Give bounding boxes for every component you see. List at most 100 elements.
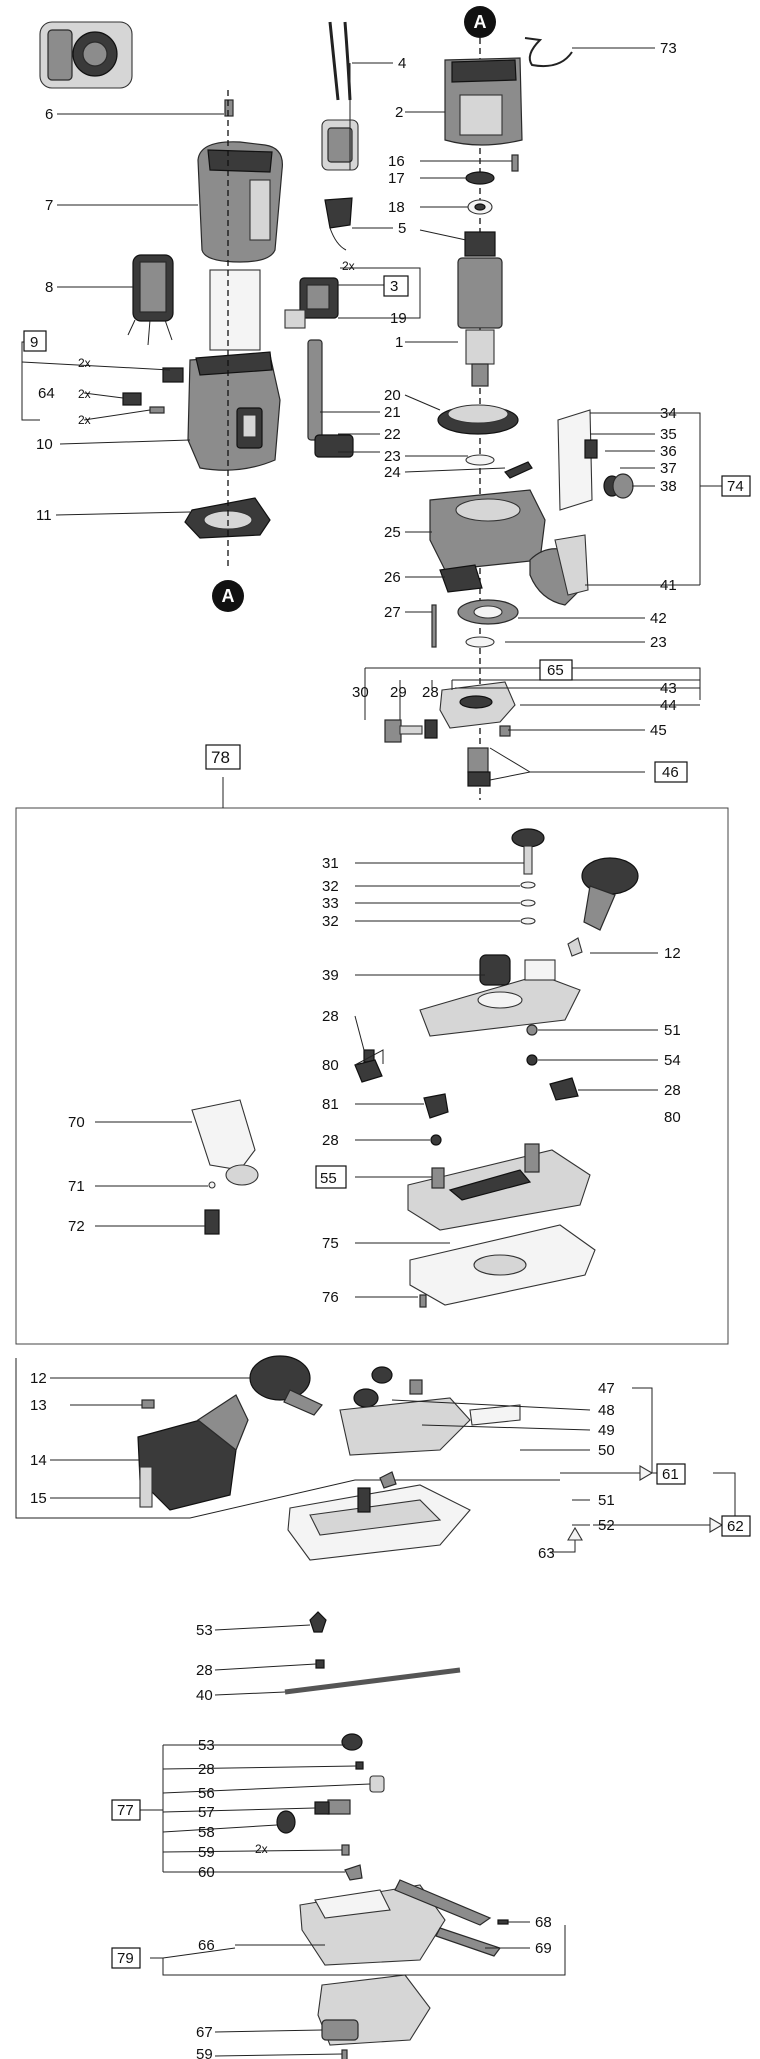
- callout-51: 51: [664, 1022, 681, 1039]
- switch-slide: [307, 339, 354, 458]
- callout-16: 16: [388, 153, 405, 170]
- callout-27: 27: [384, 604, 401, 621]
- callout-30: 30: [352, 684, 369, 701]
- callout-2: 2: [395, 104, 403, 121]
- armature: [457, 231, 503, 387]
- parallel-guide-kit: [276, 1733, 385, 1881]
- qty-label: 2x: [342, 259, 355, 273]
- callout-14: 14: [30, 1452, 47, 1469]
- callout-74: 74: [727, 478, 744, 495]
- callout-26: 26: [384, 569, 401, 586]
- callout-47: 47: [598, 1380, 615, 1397]
- callout-18: 18: [388, 199, 405, 216]
- callout-49: 49: [598, 1422, 615, 1439]
- callout-78: 78: [211, 748, 230, 767]
- callout-24: 24: [384, 464, 401, 481]
- router-base: [407, 1143, 591, 1231]
- callout-75: 75: [322, 1235, 339, 1252]
- callout-67: 67: [196, 2024, 213, 2041]
- callout-3: 3: [390, 278, 398, 295]
- callout-23b: 23: [650, 634, 667, 651]
- callout-62: 62: [727, 1518, 744, 1535]
- callout-45: 45: [650, 722, 667, 739]
- callout-28d: 28: [322, 1132, 339, 1149]
- bearing-flange: [429, 461, 546, 571]
- callout-4: 4: [398, 55, 406, 72]
- callout-46: 46: [662, 764, 679, 781]
- callout-8: 8: [45, 279, 53, 296]
- stator: [444, 57, 523, 146]
- callout-numbers: 6 7 8 9 64 10 11 4 5 3 19 21 22 73 2 16 …: [30, 40, 744, 2059]
- callout-29: 29: [390, 684, 407, 701]
- callout-32b: 32: [322, 913, 339, 930]
- callout-38: 38: [660, 478, 677, 495]
- switch: [284, 277, 339, 329]
- callout-71: 71: [68, 1178, 85, 1195]
- bearing: [465, 154, 519, 215]
- callout-60: 60: [198, 1864, 215, 1881]
- callout-70: 70: [68, 1114, 85, 1131]
- qty-label: 2x: [255, 1842, 268, 1856]
- callout-12b: 12: [30, 1370, 47, 1387]
- callout-58: 58: [198, 1824, 215, 1841]
- callout-41: 41: [660, 577, 677, 594]
- router-plate: [287, 1471, 471, 1561]
- extraction-hood: [191, 1099, 259, 1235]
- callout-63: 63: [538, 1545, 555, 1562]
- callout-56: 56: [198, 1785, 215, 1802]
- dust-extraction-nozzle: [567, 857, 639, 957]
- callout-48: 48: [598, 1402, 615, 1419]
- callout-11: 11: [36, 507, 52, 524]
- callout-73: 73: [660, 40, 677, 57]
- collet-nut: [384, 681, 516, 787]
- arrow-61: [639, 1465, 654, 1481]
- dust-port: [137, 1355, 323, 1511]
- callout-15: 15: [30, 1490, 47, 1507]
- callout-53: 53: [196, 1622, 213, 1639]
- callout-64: 64: [38, 385, 55, 402]
- knob: [511, 828, 545, 875]
- callout-43: 43: [660, 680, 677, 697]
- callout-68: 68: [535, 1914, 552, 1931]
- callout-13: 13: [30, 1397, 47, 1414]
- callout-12: 12: [664, 945, 681, 962]
- callout-65: 65: [547, 662, 564, 679]
- callout-39: 39: [322, 967, 339, 984]
- callout-76: 76: [322, 1289, 339, 1306]
- callout-42: 42: [650, 610, 667, 627]
- bearing-42: [457, 599, 519, 625]
- callout-59: 59: [198, 1844, 215, 1861]
- callout-31: 31: [322, 855, 339, 872]
- fan: [437, 404, 519, 435]
- callout-61: 61: [662, 1466, 679, 1483]
- callout-22: 22: [384, 426, 401, 443]
- qty-label: 2x: [78, 387, 91, 401]
- callout-55: 55: [320, 1170, 337, 1187]
- carbon-brushes: [122, 367, 184, 414]
- callout-59b: 59: [196, 2046, 213, 2059]
- callout-37: 37: [660, 460, 677, 477]
- marker-a-top: A: [464, 6, 496, 38]
- callout-28b: 28: [322, 1008, 339, 1025]
- callout-25: 25: [384, 524, 401, 541]
- qty-label: 2x: [78, 356, 91, 370]
- callout-21: 21: [384, 404, 401, 421]
- qty-label: 2x: [78, 413, 91, 427]
- extraction-adapter: [317, 1974, 431, 2059]
- lower-housing: [187, 269, 281, 471]
- callout-40: 40: [196, 1687, 213, 1704]
- screw-6: [224, 99, 234, 117]
- boxed-callouts: [23, 275, 751, 1969]
- callout-44: 44: [660, 697, 677, 714]
- callout-66: 66: [198, 1937, 215, 1954]
- callout-1: 1: [395, 334, 403, 351]
- callout-19: 19: [390, 310, 407, 327]
- callout-51b: 51: [598, 1492, 615, 1509]
- callout-35: 35: [660, 426, 677, 443]
- callout-7: 7: [45, 197, 53, 214]
- callout-53b: 53: [198, 1737, 215, 1754]
- callout-5: 5: [398, 220, 406, 237]
- callout-6: 6: [45, 106, 53, 123]
- arrow-63: [567, 1526, 583, 1541]
